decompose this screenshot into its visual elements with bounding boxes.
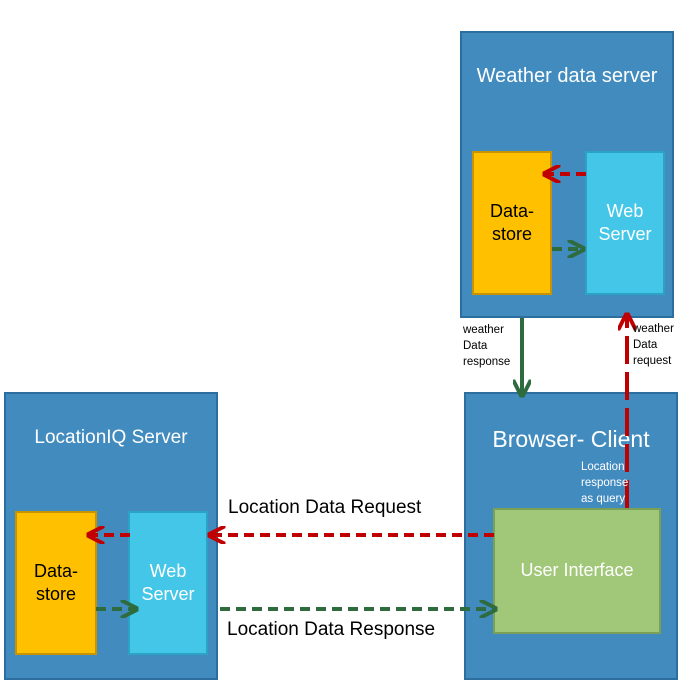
weather-datastore-label: Data- store: [489, 200, 534, 244]
weather-data-response-label: weather Data response: [463, 324, 511, 368]
location-webserver-label: Web Server: [141, 560, 195, 604]
weather-webserver: Web Server: [585, 151, 665, 295]
location-datastore: Data- store: [15, 511, 97, 655]
location-data-response-label: Location Data Response: [227, 619, 436, 640]
weather-data-request-label: weather Data request: [633, 323, 674, 367]
weather-datastore: Data- store: [472, 151, 552, 295]
browser-client-title: Browser- Client: [492, 426, 650, 452]
location-webserver: Web Server: [128, 511, 208, 655]
weather-webserver-label: Web Server: [598, 200, 652, 244]
location-datastore-label: Data- store: [33, 560, 78, 604]
user-interface: User Interface: [493, 508, 661, 634]
location-response-query-label: Location response as query: [581, 461, 629, 505]
weather-server-title: Weather data server: [476, 65, 658, 87]
locationiq-server-title: LocationIQ Server: [34, 427, 188, 448]
user-interface-label: User Interface: [520, 560, 634, 581]
browser-client: Browser- Client User Interface: [464, 392, 678, 680]
weather-data-server: Weather data server Data- store Web Serv…: [460, 31, 674, 318]
location-data-request-label: Location Data Request: [228, 497, 422, 518]
